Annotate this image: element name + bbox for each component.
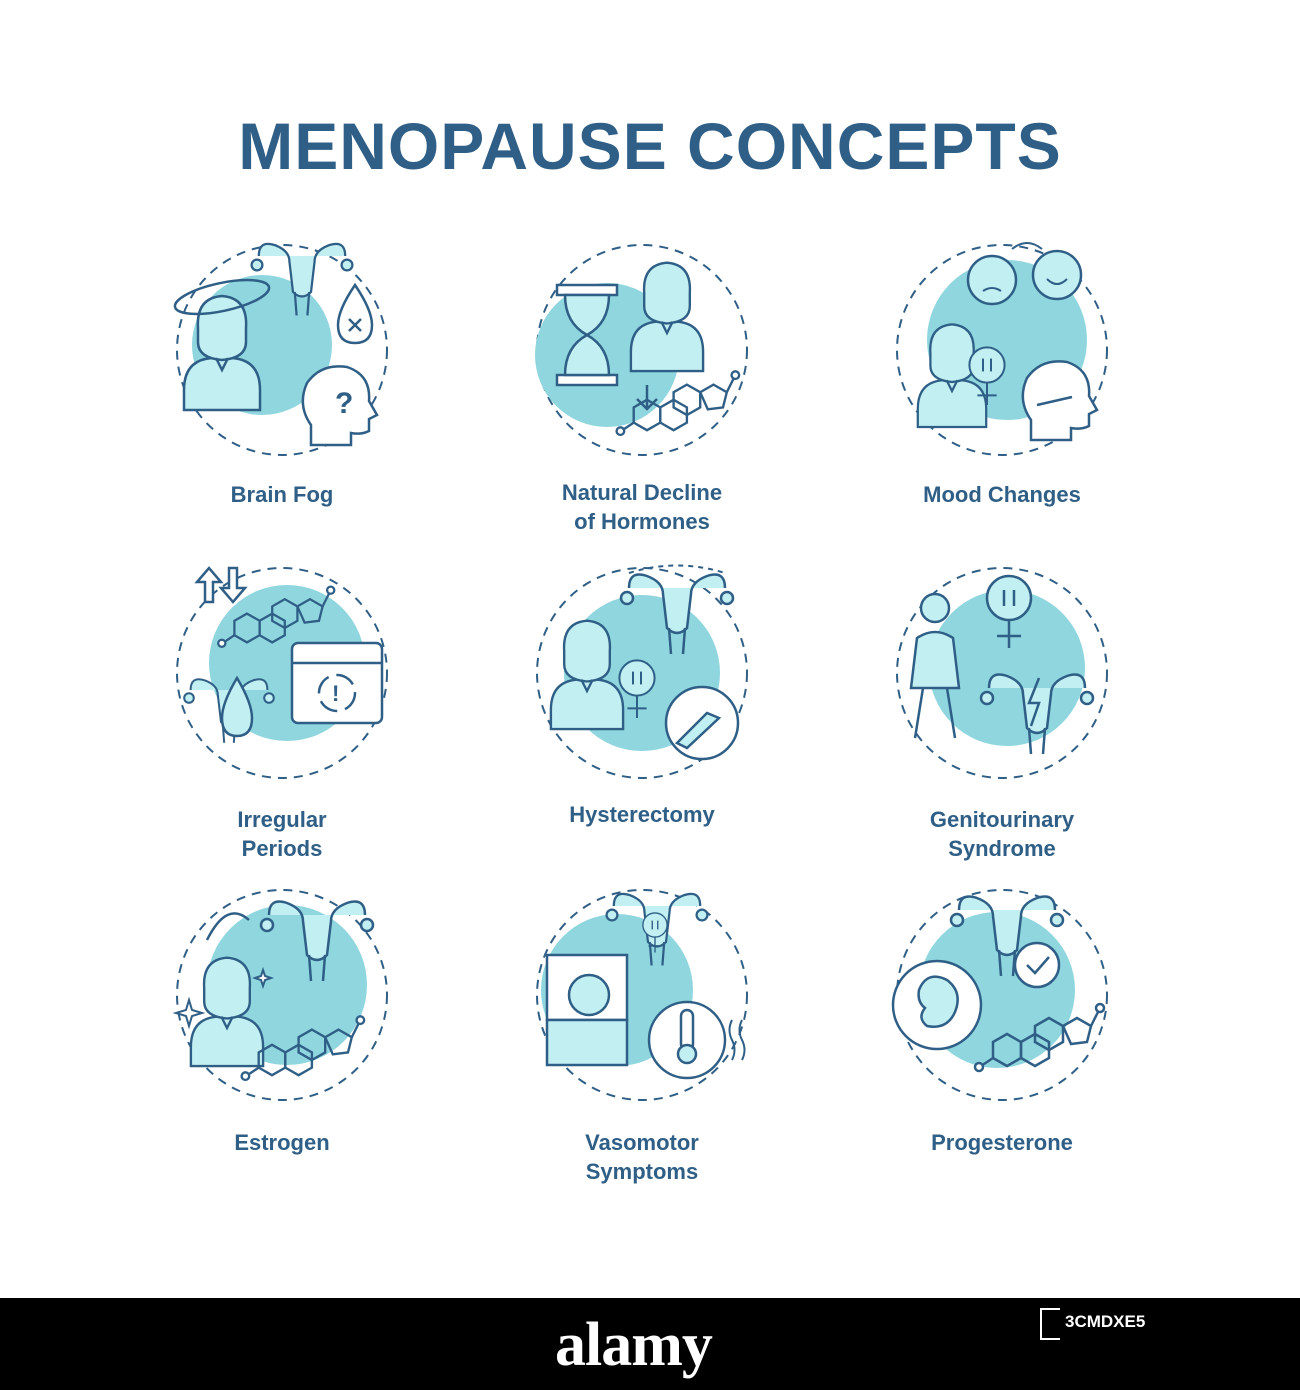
progesterone-icon <box>887 880 1117 1110</box>
hormone-decline-icon <box>527 235 757 465</box>
concept-label: Brain Fog <box>230 482 334 507</box>
irregular-periods-icon: ! <box>167 558 397 788</box>
genitourinary-icon <box>887 558 1117 788</box>
svg-text:!: ! <box>332 681 339 706</box>
footer-bar <box>0 1298 1300 1390</box>
image-id: 3CMDXE5 <box>1065 1312 1146 1331</box>
alamy-logo: alamy <box>555 1311 713 1379</box>
vasomotor-icon <box>527 880 757 1110</box>
svg-text:?: ? <box>335 387 353 420</box>
brain-fog-icon: ? <box>167 235 397 465</box>
concept-label: Hysterectomy <box>569 802 715 827</box>
mood-changes-icon <box>887 235 1117 465</box>
concept-label: Mood Changes <box>923 482 1081 507</box>
code-frame-top <box>1040 1308 1060 1340</box>
estrogen-icon <box>167 880 397 1110</box>
concept-label: Estrogen <box>234 1130 330 1155</box>
concept-label: Progesterone <box>931 1130 1073 1155</box>
hysterectomy-icon <box>527 558 757 788</box>
page-title: MENOPAUSE CONCEPTS <box>238 109 1062 183</box>
